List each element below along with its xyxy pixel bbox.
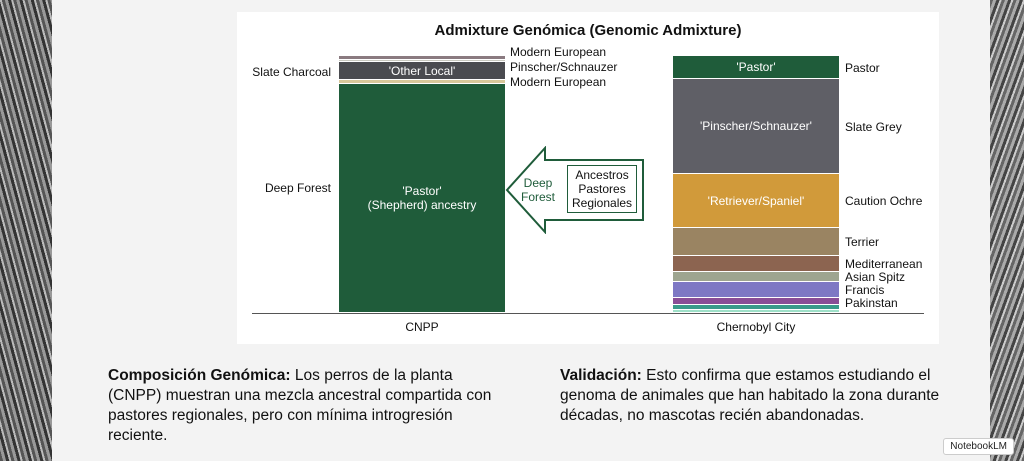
series-label: Asian Spitz <box>845 270 906 285</box>
bar-segment: 'Pastor' <box>673 56 839 80</box>
bar-segment <box>673 310 839 313</box>
label-pinscher: Pinscher/Schnauzer <box>510 60 618 74</box>
right-caption-body: Esto confirma que estamos estudiando el … <box>560 367 940 424</box>
x-tick-chernobyl: Chernobyl City <box>716 320 796 334</box>
segment-label: 'Other Local' <box>388 63 456 78</box>
right-caption-heading: Validación: <box>560 367 642 384</box>
x-axis <box>252 313 924 314</box>
left-label-slate-charcoal: Slate Charcoal <box>252 65 331 79</box>
slide: Admixture Genómica (Genomic Admixture) '… <box>52 0 990 461</box>
annotation-box: Ancestros Pastores Regionales <box>567 165 638 213</box>
segment-label: 'Pastor' (Shepherd) ancestry <box>367 184 477 213</box>
bar-segment <box>673 297 839 306</box>
label-modern-european: Modern European <box>510 75 607 89</box>
segment-label: 'Retriever/Spaniel' <box>707 193 805 208</box>
series-label: Francis <box>845 282 885 297</box>
right-caption: Validación: Esto confirma que estamos es… <box>560 366 970 426</box>
series-label: Pakinstan <box>845 296 898 311</box>
series-label: Caution Ochre <box>845 194 923 209</box>
bar-segment: 'Retriever/Spaniel' <box>673 174 839 229</box>
bar-segment: 'Pinscher/Schnauzer' <box>673 79 839 175</box>
bar-segment <box>339 56 505 60</box>
notebooklm-badge: NotebookLM <box>943 438 1014 455</box>
left-caption-body: Los perros de la planta (CNPP) muestran … <box>108 367 492 444</box>
left-caption: Composición Genómica: Los perros de la p… <box>108 366 508 446</box>
bar-segment <box>673 271 839 283</box>
background-photo-right <box>990 0 1024 461</box>
series-label: Pastor <box>845 60 880 75</box>
bar-segment <box>339 59 505 63</box>
left-label-deep-forest: Deep Forest <box>264 181 331 195</box>
x-tick-cnpp: CNPP <box>405 320 439 334</box>
bar-segment <box>673 305 839 311</box>
bar-segment <box>673 228 839 257</box>
background-photo-left <box>0 0 52 461</box>
label-modern-european-top: Modern European <box>510 45 607 59</box>
bar-chernobyl-city: 'Retriever/Spaniel' 'Pinscher/Schnauzer' '… <box>673 56 839 313</box>
bar-segment: 'Other Local' <box>339 62 505 81</box>
bar-segment: 'Pastor' (Shepherd) ancestry <box>339 84 505 313</box>
chart-title: Admixture Genómica (Genomic Admixture) <box>434 22 742 39</box>
series-label: Terrier <box>845 235 880 250</box>
left-caption-heading: Composición Genómica: <box>108 367 291 384</box>
series-label: Mediterranean <box>845 257 923 272</box>
bar-segment <box>339 80 505 85</box>
series-label: Slate Grey <box>845 119 902 134</box>
bar-segment <box>673 282 839 298</box>
bar-cnpp: 'Pastor' (Shepherd) ancestry 'Other Local… <box>339 56 505 313</box>
segment-label: 'Pinscher/Schnauzer' <box>700 119 812 134</box>
segment-label: 'Pastor' <box>736 60 776 75</box>
admixture-chart: Admixture Genómica (Genomic Admixture) '… <box>237 12 939 344</box>
bar-segment <box>673 256 839 272</box>
arrow-text: Deep Forest <box>521 176 556 204</box>
